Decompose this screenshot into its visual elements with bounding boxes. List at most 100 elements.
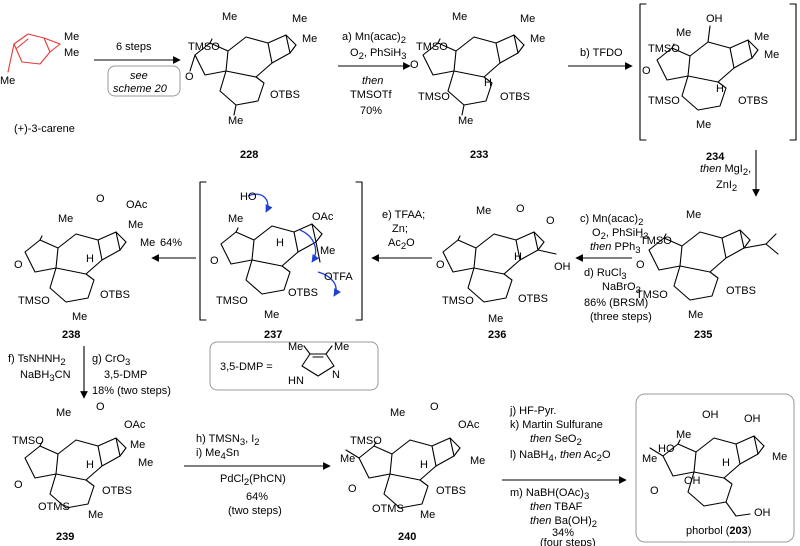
- label-237: 237: [264, 329, 282, 341]
- c234-o: O: [642, 65, 651, 77]
- phorbol-oh-3: OH: [684, 475, 701, 487]
- c228-tmso: TMSO: [188, 41, 220, 53]
- c236-me-top: Me: [476, 205, 491, 217]
- label-235: 235: [694, 329, 712, 341]
- step-m-l1: m) NaBH(OAc)3: [510, 487, 589, 502]
- carene-me-1: Me: [64, 31, 79, 43]
- compound-237-structure: [220, 223, 323, 295]
- step-k-l2: then SeO2: [530, 433, 582, 448]
- phorbol-oh-1: OH: [702, 409, 719, 421]
- step-mg-l1: then MgI2,: [700, 163, 751, 178]
- c235-me-bottom: Me: [688, 309, 703, 321]
- label-234: 234: [706, 151, 725, 163]
- c235-tmso2: TMSO: [636, 289, 668, 301]
- step-j: j) HF-Pyr.: [509, 405, 556, 417]
- c239-o2: O: [14, 479, 23, 491]
- c234-tmso2: TMSO: [648, 95, 680, 107]
- c239-me-top: Me: [56, 407, 71, 419]
- c239-o: O: [96, 401, 105, 413]
- c228-me-right2: Me: [302, 33, 317, 45]
- step-b-text: b) TFDO: [580, 47, 623, 59]
- c240-otbs: OTBS: [436, 485, 466, 497]
- step-m-steps: (four steps): [540, 537, 596, 546]
- c240-me-left: Me: [340, 453, 355, 465]
- c233-me-r2: Me: [530, 33, 545, 45]
- step-l: l) NaBH4, then Ac2O: [510, 449, 611, 464]
- label-228: 228: [240, 149, 258, 161]
- c240-o2: O: [348, 483, 357, 495]
- label-239: 239: [56, 531, 74, 543]
- c236-o2: O: [546, 215, 555, 227]
- c236-o1: O: [516, 203, 525, 215]
- compound-236-structure: [442, 231, 557, 303]
- c237-oac: OAc: [312, 211, 334, 223]
- phorbol-me-left: Me: [642, 453, 657, 465]
- step-g-l1: g) CrO3: [92, 353, 130, 368]
- c233-me-bottom: Me: [458, 115, 473, 127]
- step-d-yield: 86% (BRSM): [584, 297, 648, 309]
- step-a-tmsotf: TMSOTf: [350, 89, 392, 101]
- c239-me-r1: Me: [130, 439, 145, 451]
- c228-otbs: OTBS: [270, 89, 300, 101]
- c238-otbs: OTBS: [100, 289, 130, 301]
- c233-me-r1: Me: [520, 13, 535, 25]
- step-i-l2: PdCl2(PhCN): [220, 473, 286, 488]
- c236-oh: OH: [554, 261, 571, 273]
- compound-239-structure: [24, 437, 127, 509]
- c236-otbs: OTBS: [518, 293, 548, 305]
- c234-me-top: Me: [676, 27, 691, 39]
- c239-otms: OTMS: [38, 501, 70, 513]
- step-g-l2: 3,5-DMP: [104, 369, 147, 381]
- c235-tmso: TMSO: [640, 235, 672, 247]
- c237-otbs: OTBS: [288, 287, 318, 299]
- phorbol-box: [635, 393, 795, 543]
- dmp-n: N: [332, 369, 340, 381]
- label-236: 236: [488, 329, 506, 341]
- c235-otbs: OTBS: [726, 285, 756, 297]
- phorbol-o: O: [650, 485, 659, 497]
- step-i-l1: i) Me4Sn: [196, 447, 239, 462]
- c240-oac: OAc: [458, 419, 480, 431]
- c240-me-bottom: Me: [420, 509, 435, 521]
- step-d-steps: (three steps): [590, 311, 652, 323]
- c238-me-r1: Me: [128, 219, 143, 231]
- scheme-ref-text: scheme 20: [113, 83, 168, 95]
- step-m-l3: then Ba(OH)2: [530, 515, 597, 530]
- step-d-l1: d) RuCl3: [584, 267, 627, 282]
- compound-234-structure: [656, 25, 759, 111]
- step-h-l1: h) TMSN3, I2: [196, 433, 260, 448]
- c239-me-r2: Me: [138, 457, 153, 469]
- step-m-yield: 34%: [552, 527, 574, 539]
- c233-tmso2: TMSO: [418, 91, 450, 103]
- c228-o: O: [185, 71, 194, 83]
- carene-me-2: Me: [64, 47, 79, 59]
- compound-235-structure: [648, 229, 779, 301]
- step-c-l2: O2, PhSiH3: [592, 227, 648, 242]
- step-g-yield: 18% (two steps): [92, 385, 171, 397]
- step-c-l1: c) Mn(acac)2: [580, 213, 643, 228]
- phorbol-structure: [649, 435, 765, 517]
- step-e-l1: e) TFAA;: [382, 209, 425, 221]
- c235-me-top: Me: [686, 209, 701, 221]
- carene-me-3: Me: [0, 75, 15, 87]
- c234-otbs: OTBS: [738, 95, 768, 107]
- dmp-me1: Me: [288, 341, 303, 353]
- c239-me-bottom: Me: [88, 509, 103, 521]
- step-m-l2: then TBAF: [530, 501, 583, 513]
- step-hi-steps: (two steps): [228, 505, 282, 517]
- dmp-nh: HN: [288, 375, 304, 387]
- c234-me-bottom: Me: [696, 119, 711, 131]
- c234-me-r1: Me: [754, 31, 769, 43]
- c238-tmso: TMSO: [18, 295, 50, 307]
- c237-ho: HO: [240, 191, 257, 203]
- c233-o: O: [410, 59, 419, 71]
- bracket-237-left: [199, 181, 207, 321]
- c234-h: H: [716, 83, 724, 95]
- arrow-mech-1: [247, 193, 273, 213]
- dmp-box: [209, 341, 379, 391]
- step-c-l3: then PPh3: [590, 241, 641, 256]
- c240-tmso: TMSO: [350, 435, 382, 447]
- c238-me-top: Me: [58, 213, 73, 225]
- c239-otbs: OTBS: [102, 485, 132, 497]
